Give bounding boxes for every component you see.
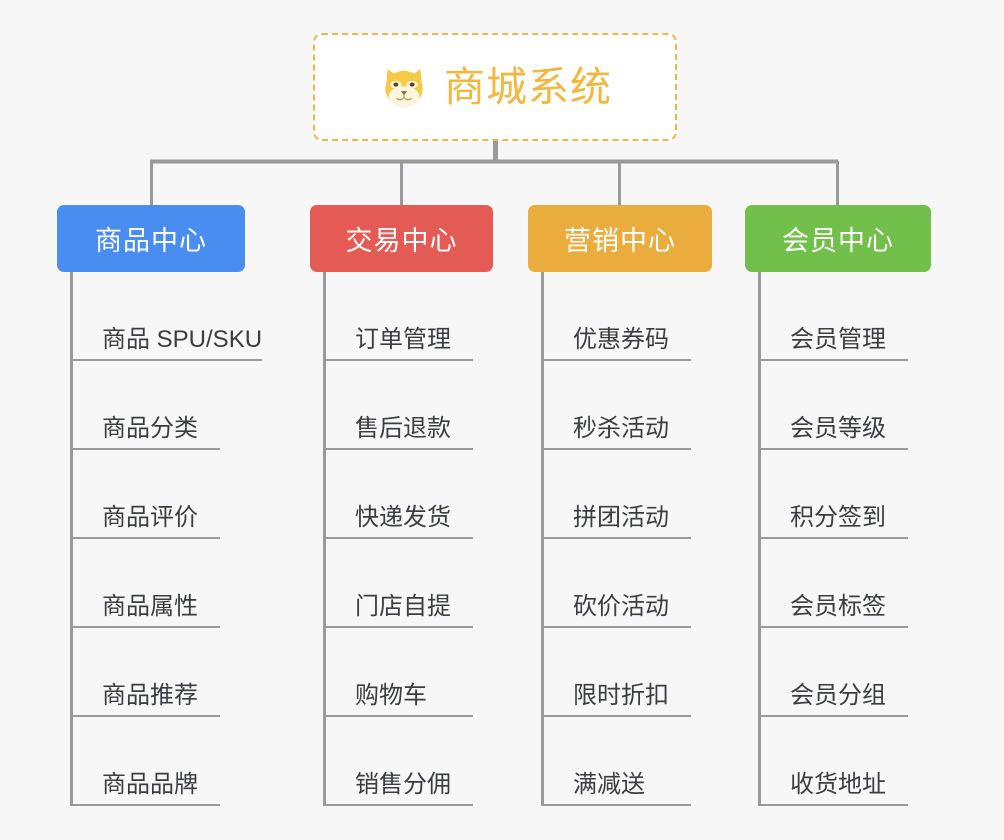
category-label-0: 商品中心 — [95, 226, 207, 256]
leaf-label: 商品分类 — [102, 414, 198, 442]
leaf-label: 快递发货 — [355, 503, 451, 531]
leaf-label: 限时折扣 — [573, 681, 669, 709]
leaf-label: 优惠券码 — [573, 325, 669, 353]
column-stem-1 — [323, 272, 326, 806]
leaf-label: 满减送 — [573, 770, 645, 798]
list-item[interactable]: 会员分组 — [758, 628, 908, 717]
leaf-column-3: 会员管理 会员等级 积分签到 会员标签 会员分组 收货地址 — [758, 272, 908, 806]
list-item[interactable]: 砍价活动 — [541, 539, 691, 628]
column-stem-2 — [541, 272, 544, 806]
column-stem-0 — [70, 272, 73, 806]
category-label-3: 会员中心 — [782, 226, 894, 256]
leaf-label: 会员管理 — [790, 325, 886, 353]
root-title: 商城系统 — [444, 63, 612, 110]
leaf-column-0: 商品 SPU/SKU 商品分类 商品评价 商品属性 商品推荐 商品品牌 — [70, 272, 263, 806]
list-item[interactable]: 收货地址 — [758, 717, 908, 806]
leaf-label: 会员标签 — [790, 592, 886, 620]
category-box-1[interactable]: 交易中心 — [310, 205, 493, 272]
list-item[interactable]: 拼团活动 — [541, 450, 691, 539]
list-item[interactable]: 积分签到 — [758, 450, 908, 539]
leaf-label: 收货地址 — [790, 770, 886, 798]
leaf-label: 售后退款 — [355, 414, 451, 442]
category-box-2[interactable]: 营销中心 — [528, 205, 712, 272]
leaf-column-2: 优惠券码 秒杀活动 拼团活动 砍价活动 限时折扣 满减送 — [541, 272, 691, 806]
list-item[interactable]: 商品推荐 — [70, 628, 220, 717]
list-item[interactable]: 商品评价 — [70, 450, 220, 539]
leaf-label: 秒杀活动 — [573, 414, 669, 442]
list-item[interactable]: 销售分佣 — [323, 717, 473, 806]
list-item[interactable]: 购物车 — [323, 628, 473, 717]
list-item[interactable]: 满减送 — [541, 717, 691, 806]
leaf-label: 商品推荐 — [102, 681, 198, 709]
list-item[interactable]: 优惠券码 — [541, 272, 691, 361]
category-label-2: 营销中心 — [564, 226, 676, 256]
list-item[interactable]: 商品属性 — [70, 539, 220, 628]
list-item[interactable]: 限时折扣 — [541, 628, 691, 717]
list-item[interactable]: 会员等级 — [758, 361, 908, 450]
leaf-label: 门店自提 — [355, 592, 451, 620]
category-box-0[interactable]: 商品中心 — [57, 205, 245, 272]
list-item[interactable]: 快递发货 — [323, 450, 473, 539]
leaf-label: 砍价活动 — [573, 592, 669, 620]
leaf-label: 商品属性 — [102, 592, 198, 620]
shiba-dog-icon — [385, 69, 423, 109]
list-item[interactable]: 商品分类 — [70, 361, 220, 450]
leaf-label: 积分签到 — [790, 503, 886, 531]
list-item[interactable]: 订单管理 — [323, 272, 473, 361]
leaf-label: 销售分佣 — [355, 770, 451, 798]
list-item[interactable]: 会员标签 — [758, 539, 908, 628]
list-item[interactable]: 商品品牌 — [70, 717, 220, 806]
list-item[interactable]: 售后退款 — [323, 361, 473, 450]
root-node[interactable]: 商城系统 — [313, 33, 677, 141]
leaf-label: 购物车 — [355, 681, 427, 709]
list-item[interactable]: 会员管理 — [758, 272, 908, 361]
leaf-label: 会员分组 — [790, 681, 886, 709]
leaf-label: 订单管理 — [355, 325, 451, 353]
leaf-label: 商品品牌 — [102, 770, 198, 798]
leaf-label: 拼团活动 — [573, 503, 669, 531]
list-item[interactable]: 商品 SPU/SKU — [70, 272, 263, 361]
list-item[interactable]: 门店自提 — [323, 539, 473, 628]
leaf-column-1: 订单管理 售后退款 快递发货 门店自提 购物车 销售分佣 — [323, 272, 473, 806]
leaf-label: 商品 SPU/SKU — [102, 325, 263, 353]
leaf-label: 会员等级 — [790, 414, 886, 442]
category-box-3[interactable]: 会员中心 — [745, 205, 931, 272]
list-item[interactable]: 秒杀活动 — [541, 361, 691, 450]
column-stem-3 — [758, 272, 761, 806]
leaf-label: 商品评价 — [102, 503, 198, 531]
category-label-1: 交易中心 — [345, 226, 458, 256]
